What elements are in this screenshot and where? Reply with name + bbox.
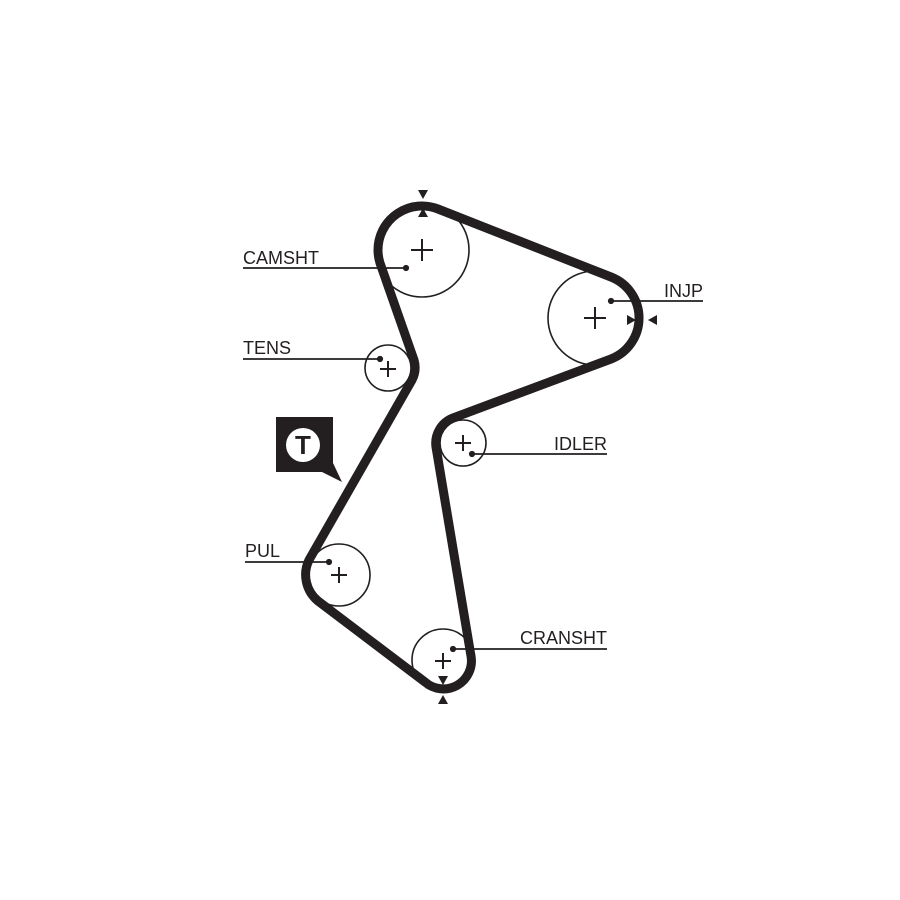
injp-mark-arrow-icon — [648, 315, 657, 325]
timing-marks — [418, 190, 657, 704]
tensioner-badge-letter: T — [295, 430, 311, 460]
tensioner-badge-icon: T — [276, 417, 342, 482]
crank-mark-arrow-icon — [438, 695, 448, 704]
center-marks — [331, 239, 606, 669]
crank-mark-arrow-icon — [438, 676, 448, 685]
camshaft-mark-arrow-icon — [418, 208, 428, 217]
idler-label: IDLER — [554, 434, 607, 454]
camshaft-label: CAMSHT — [243, 248, 319, 268]
crankshaft-label: CRANSHT — [520, 628, 607, 648]
injp-label: INJP — [664, 281, 703, 301]
pulley-label: PUL — [245, 541, 280, 561]
injp-mark-arrow-icon — [627, 315, 636, 325]
camshaft-mark-arrow-icon — [418, 190, 428, 199]
tensioner-label: TENS — [243, 338, 291, 358]
